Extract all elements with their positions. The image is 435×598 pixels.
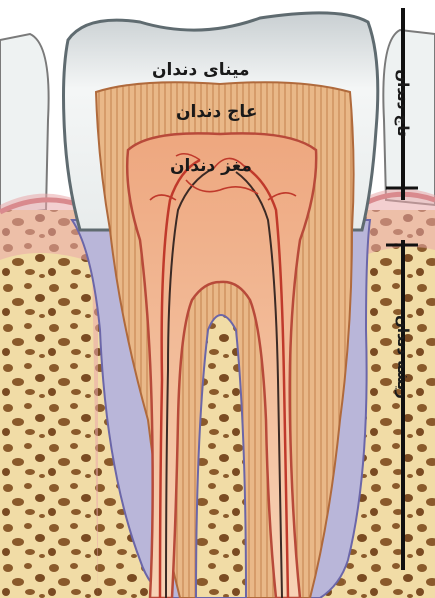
left-bone-block: [0, 253, 98, 598]
label-root: ریشه دندان: [394, 302, 412, 412]
label-dentin: عاج دندان: [176, 102, 257, 122]
label-enamel: مینای دندان: [152, 60, 250, 80]
label-pulp: مغز دندان: [170, 156, 252, 176]
label-crown: تاج دندان: [394, 58, 412, 148]
left-neighbor-tooth: [0, 34, 49, 215]
